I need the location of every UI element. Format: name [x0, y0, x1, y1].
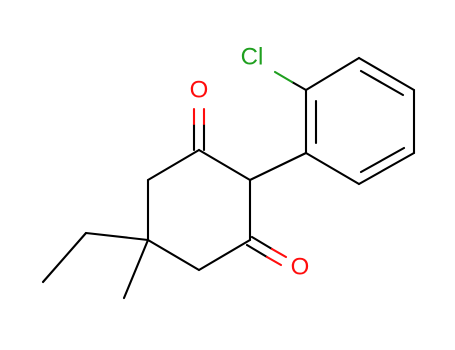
bond-bottom-carbonyl-line-1 [250, 235, 274, 251]
bond-methyl [122, 238, 150, 300]
oxygen-top-label: O [190, 76, 209, 103]
bond-aryl-c5-c6 [357, 151, 416, 186]
chlorine-label: Cl [241, 43, 264, 70]
bond-chlorine-colored [273, 70, 294, 84]
bond-ring-c4-c5 [146, 238, 201, 272]
bond-aryl-c3-c4 [357, 56, 416, 92]
bond-ring-c1-c2 [197, 148, 252, 182]
bond-ring-c3-c4 [197, 238, 252, 272]
oxygen-bottom-label: O [291, 253, 310, 280]
bond-aryl-c2-c3 [304, 56, 361, 92]
bond-aryl-inner-3 [359, 146, 406, 174]
bond-bottom-carbonyl-oxygen-line-1 [270, 247, 288, 259]
bond-ethyl-ch3 [41, 231, 88, 284]
bond-aryl-to-chlorine [290, 80, 308, 92]
bond-aryl-inner-2 [359, 69, 405, 97]
bond-ring-to-aryl [248, 151, 308, 182]
bond-aryl-c6-c1 [304, 151, 361, 186]
bond-bottom-carbonyl-oxygen-line-2 [265, 255, 283, 267]
bond-bottom-carbonyl-line-2 [245, 243, 269, 259]
bond-ring-c6-c1 [146, 148, 201, 182]
bond-ethyl-ch2 [84, 231, 150, 242]
